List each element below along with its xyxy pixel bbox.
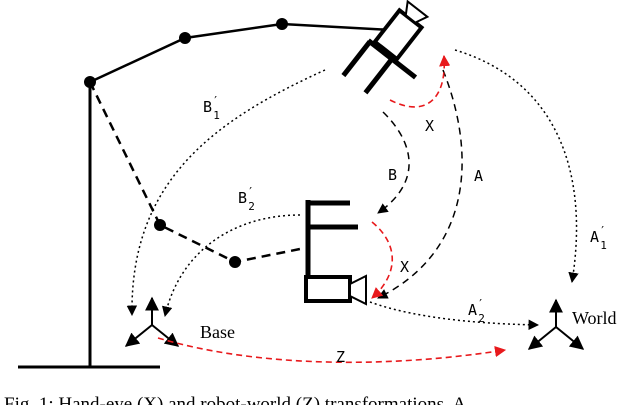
- b1-prime-arrow: [126, 69, 326, 317]
- a-arrow: [377, 69, 463, 299]
- b-label: B: [388, 166, 397, 184]
- z-arrow: [157, 337, 507, 364]
- x-bottom-arrow: [371, 221, 393, 299]
- upper-joint-2: [179, 32, 191, 44]
- upper-robot-arm: [89, 22, 393, 84]
- lower-joint-1: [154, 219, 166, 231]
- x-top-arrow: [389, 54, 451, 108]
- base-label: Base: [200, 322, 235, 342]
- world-frame-icon: [527, 298, 585, 350]
- a-label: A: [474, 167, 483, 185]
- z-label: Z: [336, 348, 345, 366]
- x-bottom-label: X: [400, 258, 409, 276]
- a2-prime-arrow: [369, 301, 540, 331]
- b2-prime-label: B′2: [238, 185, 255, 213]
- a1-prime-label: A′1: [590, 224, 607, 252]
- x-top-label: X: [425, 117, 434, 135]
- upper-joint-3: [276, 18, 288, 30]
- figure-caption: Fig. 1: Hand-eye (X) and robot-world (Z)…: [4, 394, 467, 405]
- lower-joint-2: [229, 256, 241, 268]
- b1-prime-label: B′1: [203, 94, 220, 122]
- world-label: World: [572, 308, 617, 328]
- b2-prime-arrow: [161, 214, 301, 318]
- a2-prime-label: A′2: [468, 297, 485, 325]
- upper-gripper-camera: [341, 0, 430, 95]
- base-frame-icon: [124, 296, 180, 347]
- a1-prime-arrow: [454, 49, 579, 284]
- lower-robot-arm: [88, 81, 306, 264]
- lower-gripper-camera: [304, 200, 367, 306]
- b-arrow: [377, 111, 410, 214]
